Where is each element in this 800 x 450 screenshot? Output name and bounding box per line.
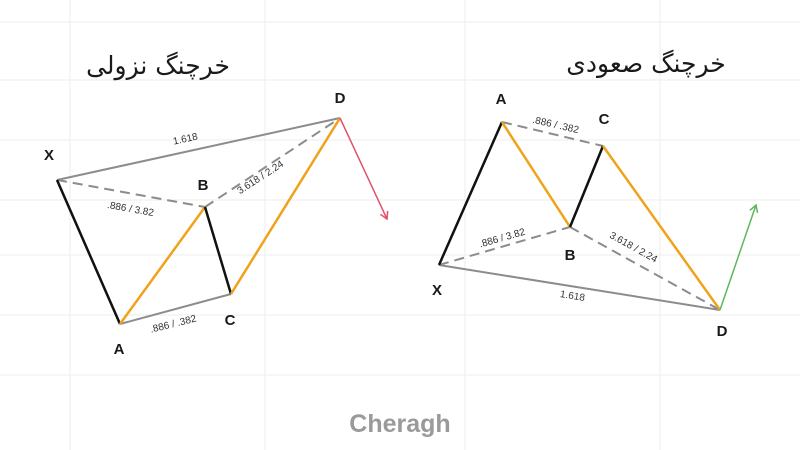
bearish-point-b: B (198, 177, 209, 194)
bullish-ac-line (501, 121, 604, 147)
bullish-leg-ab (500, 121, 572, 228)
bullish-point-c: C (599, 111, 610, 128)
bearish-leg-cd (229, 117, 342, 295)
bullish-point-a: A (496, 91, 507, 108)
bearish-point-d: D (335, 90, 346, 107)
bearish-ratio-bd: 3.618 / 2.24 (235, 159, 286, 197)
bullish-leg-bc (568, 145, 605, 228)
bearish-point-c: C (225, 312, 236, 329)
bearish-crab-pattern: خرچنگ نزولی X A B C D 1.618 .886 / 3.82 … (44, 51, 389, 358)
bullish-point-d: D (717, 323, 728, 340)
bearish-title: خرچنگ نزولی (86, 51, 230, 81)
bearish-bd-line (204, 117, 341, 208)
bearish-leg-ab (118, 206, 207, 325)
bullish-xd-line (438, 264, 721, 311)
bullish-point-b: B (565, 247, 576, 264)
bearish-point-a: A (114, 341, 125, 358)
bearish-xb-line (56, 179, 206, 208)
bullish-crab-pattern: خرچنگ صعودی A C B X D .886 / .382 .886 /… (432, 49, 759, 340)
bearish-ac-line (119, 293, 232, 325)
bullish-ratio-xd: 1.618 (559, 289, 586, 304)
bullish-ratio-ac: .886 / .382 (531, 115, 580, 136)
bearish-ratio-xb: .886 / 3.82 (106, 200, 155, 219)
bullish-point-x: X (432, 282, 442, 299)
bullish-title: خرچنگ صعودی (566, 49, 725, 78)
bullish-bd-line (569, 226, 721, 311)
bearish-leg-bc (203, 206, 233, 295)
bearish-ratio-ac: .886 / .382 (149, 313, 198, 335)
bearish-xd-line (56, 117, 341, 181)
bullish-xb-line (438, 226, 571, 266)
bullish-leg-xa (437, 121, 504, 266)
arrow-down-icon (339, 117, 389, 221)
bullish-leg-cd (601, 145, 722, 311)
bearish-point-x: X (44, 147, 54, 164)
bullish-ratio-bd: 3.618 / 2.24 (607, 230, 659, 265)
cheragh-logo: Cheragh (349, 410, 450, 438)
bearish-leg-xa (55, 179, 122, 325)
arrow-up-icon (719, 203, 759, 311)
bearish-ratio-xd: 1.618 (172, 131, 199, 147)
